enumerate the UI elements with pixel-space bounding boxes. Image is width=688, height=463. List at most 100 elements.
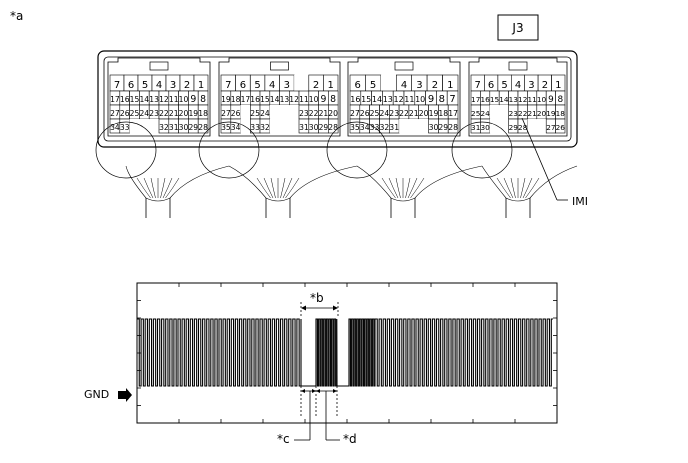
dimension-c-d: *c *d — [277, 386, 357, 446]
pin-cell — [129, 119, 140, 133]
pin-number: 12 — [289, 95, 299, 104]
pin-number: 13 — [509, 95, 519, 104]
pin-number: 26 — [360, 109, 370, 118]
connector-id-box — [497, 14, 539, 41]
pin-number: 12 — [394, 95, 404, 104]
pin-number: 15 — [260, 95, 270, 104]
pin-number: 22 — [399, 109, 409, 118]
dimension-b: *b — [300, 291, 339, 318]
pin-number: 29 — [438, 123, 448, 132]
pin-number: 26 — [231, 109, 241, 118]
pin-number: 27 — [546, 123, 556, 132]
pin-number: 25 — [471, 109, 480, 118]
pin-number: 34 — [231, 123, 241, 132]
pin-number: 13 — [149, 95, 159, 104]
pin-number: 14 — [499, 95, 509, 104]
pin-cell — [279, 119, 290, 133]
connector-block-outline — [347, 57, 461, 137]
pin-cell — [388, 118, 400, 134]
pin-number: 11 — [299, 95, 309, 104]
pin-number: 15 — [490, 95, 499, 104]
wire-bundle-1 — [125, 165, 230, 218]
pin-number: 9 — [548, 95, 554, 105]
pin-number: 4 — [515, 80, 521, 91]
pin-number: 2 — [542, 80, 548, 91]
pin-number: 17 — [471, 95, 481, 104]
pin-number: 14 — [270, 95, 280, 104]
pin-cell — [447, 118, 459, 134]
harness-loop — [198, 121, 260, 179]
pin-number: 16 — [120, 95, 130, 104]
pin-number: 32 — [380, 123, 390, 132]
pin-number: 8 — [330, 94, 336, 105]
pin-number: 29 — [509, 123, 519, 132]
pin-number: 30 — [179, 123, 189, 132]
pin-number: 20 — [179, 109, 189, 118]
pin-number: 32 — [159, 123, 169, 132]
pin-number: 8 — [557, 95, 563, 105]
pin-cell — [489, 119, 500, 133]
pin-number: 5 — [370, 80, 376, 91]
pin-cell — [294, 75, 309, 91]
pin-number: 19 — [221, 95, 231, 104]
pin-number: 12 — [159, 95, 169, 104]
pin-number: 31 — [299, 123, 309, 132]
pin-number: 26 — [556, 123, 566, 132]
pin-number: 31 — [471, 123, 480, 132]
pin-number: 23 — [389, 109, 399, 118]
pin-number: 34 — [110, 123, 120, 132]
pin-number: 33 — [120, 123, 130, 132]
pin-number: 3 — [416, 80, 422, 91]
pin-number: 17 — [241, 95, 251, 104]
pin-number: 27 — [350, 109, 360, 118]
connector-key-icon — [508, 61, 528, 71]
wire-harness — [95, 121, 578, 218]
figure-label: *a — [10, 9, 23, 23]
pin-number: 14 — [139, 95, 149, 104]
pin-number: 13 — [383, 95, 393, 104]
pin-number: 2 — [432, 80, 438, 91]
pin-number: 15 — [361, 95, 371, 104]
pin-number: 20 — [419, 109, 429, 118]
pin-number: 21 — [409, 109, 419, 118]
pin-number: 19 — [546, 109, 556, 118]
pin-cell — [240, 105, 251, 119]
pin-cell — [149, 119, 159, 133]
pin-number: 26 — [120, 109, 130, 118]
pin-number: 28 — [518, 123, 528, 132]
pin-number: 24 — [139, 109, 149, 118]
pin-number: 7 — [449, 94, 455, 105]
pin-number: 31 — [169, 123, 179, 132]
pin-number: 24 — [260, 109, 270, 118]
harness-loop — [451, 121, 513, 179]
waveform-trace — [137, 318, 553, 387]
pin-cell — [269, 119, 280, 133]
pin-cell — [489, 105, 500, 119]
pin-cell — [139, 119, 150, 133]
pin-number: 35 — [221, 123, 231, 132]
pin-number: 10 — [309, 95, 319, 104]
pin-number: 6 — [488, 80, 494, 91]
pin-number: 4 — [269, 80, 275, 91]
connector-key-icon — [149, 61, 169, 71]
pin-number: 21 — [169, 109, 179, 118]
callout-d: *d — [343, 432, 357, 446]
pin-number: 17 — [110, 95, 120, 104]
pin-number: 29 — [188, 123, 198, 132]
pin-number: 16 — [250, 95, 260, 104]
pin-number: 24 — [380, 109, 390, 118]
imi-callout: IMI — [521, 117, 588, 208]
pin-cell — [499, 105, 509, 119]
connector-key-icon — [270, 61, 289, 71]
pin-cell — [536, 119, 547, 133]
pin-number: 22 — [309, 109, 319, 118]
connector-block-outline — [107, 57, 211, 137]
pin-number: 3 — [284, 80, 290, 91]
pin-number: 3 — [170, 80, 176, 91]
pin-number: 9 — [428, 94, 434, 105]
harness-loop — [95, 121, 157, 179]
pin-cell — [499, 119, 509, 133]
